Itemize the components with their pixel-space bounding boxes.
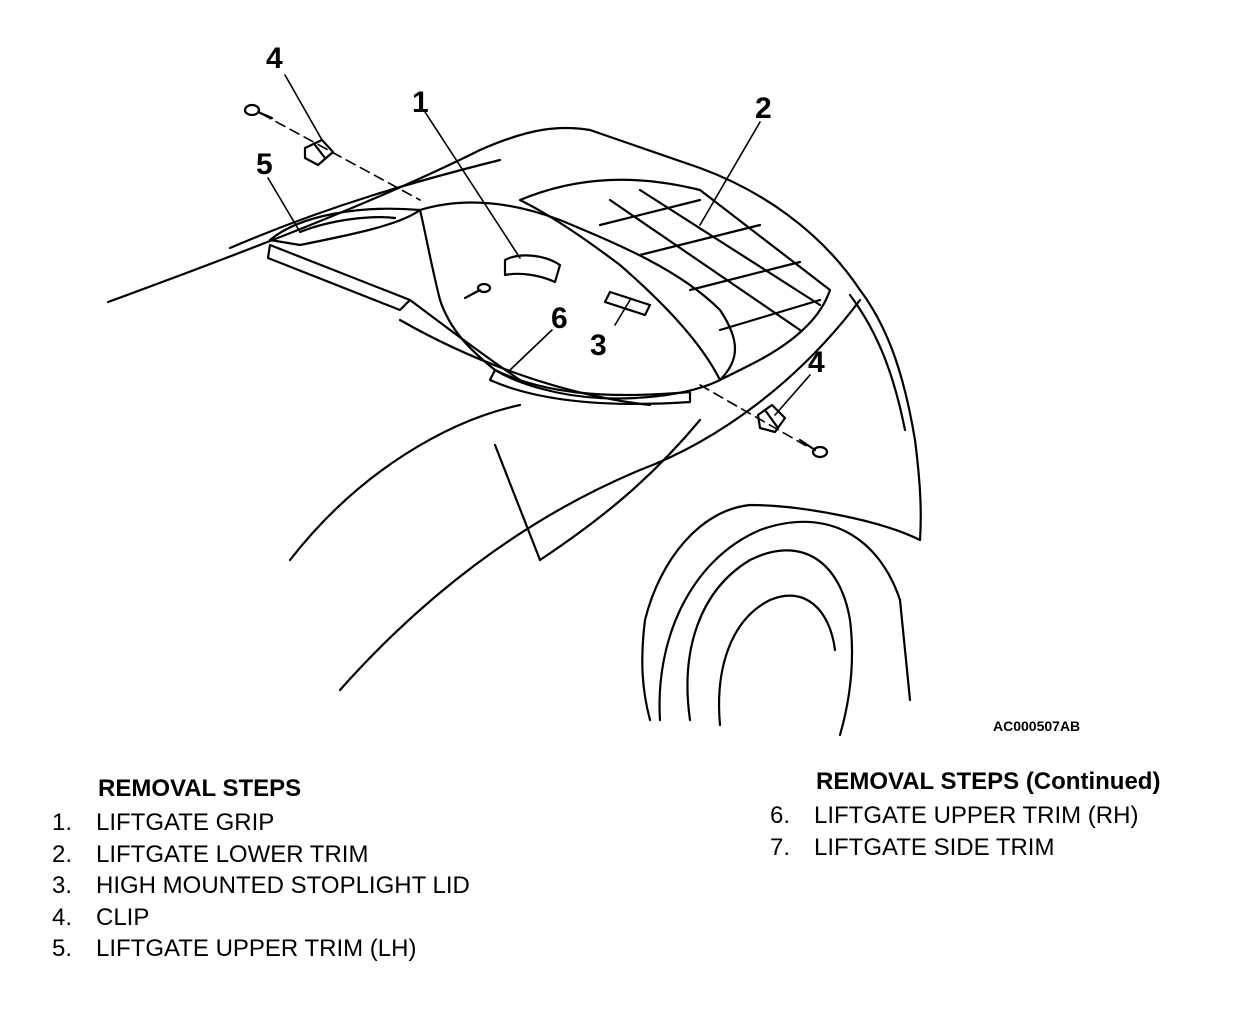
callout-3: 3 [590, 329, 607, 362]
stoplight-lid [603, 290, 652, 317]
step-number: 2. [52, 840, 73, 868]
callout-leader [424, 111, 521, 259]
step-label: LIFTGATE SIDE TRIM [814, 833, 1055, 861]
step-number: 7. [770, 833, 791, 861]
screw-icon [243, 103, 274, 120]
removal-steps-continued-heading: REMOVAL STEPS (Continued) [816, 768, 1161, 795]
list-item: 5. LIFTGATE UPPER TRIM (LH) [52, 933, 470, 965]
pillar-line [538, 418, 702, 562]
step-number: 6. [770, 802, 791, 829]
figure-code: AC000507AB [993, 718, 1080, 734]
liftgate-right-edge-inner [848, 293, 907, 432]
removal-steps-left: REMOVAL STEPS 1. LIFTGATE GRIP 2. LIFTGATE… [52, 775, 470, 965]
tire-inner [718, 594, 837, 727]
step-label: LIFTGATE UPPER TRIM (RH) [814, 802, 1139, 829]
step-number: 1. [52, 809, 73, 836]
list-item: 4. CLIP [52, 902, 470, 934]
list-item: 7. LIFTGATE SIDE TRIM [770, 832, 1160, 864]
lower-trim-grid-6 [718, 298, 822, 332]
step-label: LIFTGATE UPPER TRIM (LH) [96, 935, 417, 962]
removal-steps-heading: REMOVAL STEPS [98, 775, 302, 802]
list-item: 6. LIFTGATE UPPER TRIM (RH) [770, 800, 1160, 832]
step-number: 5. [52, 935, 73, 962]
upper-trim-rh [488, 368, 692, 406]
lower-trim-grid-3 [598, 198, 702, 227]
step-label: CLIP [96, 903, 150, 931]
callout-leader [509, 329, 553, 371]
lower-trim-outline [518, 178, 832, 382]
lower-trim-grid-2 [638, 188, 822, 307]
vehicle-rear-illustration: 4 1 2 5 6 3 4 AC000507AB [106, 42, 1080, 737]
callout-leader [614, 299, 631, 326]
list-item: 2. LIFTGATE LOWER TRIM [52, 839, 470, 871]
side-trim-lh [266, 243, 412, 312]
roof-line [106, 126, 862, 304]
upper-trim-lh [268, 207, 422, 247]
window-bottom-line [398, 318, 652, 407]
upper-trim-lh-inner [298, 216, 397, 234]
step-label: HIGH MOUNTED STOPLIGHT LID [96, 872, 470, 899]
step-number: 4. [52, 903, 73, 931]
tire-outer [686, 549, 854, 737]
callout-leader [774, 374, 811, 416]
liftgate-right-edge [858, 288, 922, 542]
door-line [288, 403, 522, 562]
callout-4-top: 4 [266, 42, 283, 75]
callout-6: 6 [551, 302, 568, 335]
roof-inner-line [228, 158, 502, 250]
callout-5: 5 [256, 148, 273, 181]
removal-steps-right: REMOVAL STEPS (Continued) 6. LIFTGATE UPP… [770, 768, 1160, 863]
callout-2: 2 [755, 92, 772, 125]
callout-4-right: 4 [808, 346, 825, 379]
wheel-arch [658, 520, 912, 722]
removal-steps-list: 1. LIFTGATE GRIP 2. LIFTGATE LOWER TRIM 3.… [52, 807, 470, 965]
liftgate-trim-diagram: 4 1 2 5 6 3 4 AC000507AB [106, 42, 1080, 737]
body-side-line [338, 298, 862, 692]
clip-icon [756, 403, 787, 434]
lower-trim-grid-5 [688, 260, 802, 292]
clip-leader-dashed-2 [699, 384, 811, 449]
lower-trim-grid-1 [608, 198, 802, 332]
step-label: LIFTGATE LOWER TRIM [96, 840, 369, 868]
liftgate-trim-panel [418, 201, 737, 400]
list-item: 1. LIFTGATE GRIP [52, 807, 470, 839]
screw-icon [798, 438, 829, 459]
callout-leader [284, 74, 323, 141]
lower-trim-grid-4 [638, 223, 762, 257]
door-line-2 [493, 443, 542, 562]
quarter-panel [641, 503, 922, 722]
side-trim-lh-2 [408, 298, 522, 382]
callout-leader [699, 121, 761, 226]
clip-icon [303, 138, 335, 167]
screw-icon [463, 282, 492, 300]
callout-leader [267, 177, 301, 233]
list-item: 3. HIGH MOUNTED STOPLIGHT LID [52, 870, 470, 902]
removal-steps-list: 6. LIFTGATE UPPER TRIM (RH) 7. LIFTGATE SI… [770, 800, 1160, 863]
liftgate-grip [503, 254, 562, 284]
step-label: LIFTGATE GRIP [96, 809, 275, 836]
clip-leader-dashed [261, 113, 421, 201]
callout-1: 1 [412, 86, 429, 119]
step-number: 3. [52, 872, 73, 899]
